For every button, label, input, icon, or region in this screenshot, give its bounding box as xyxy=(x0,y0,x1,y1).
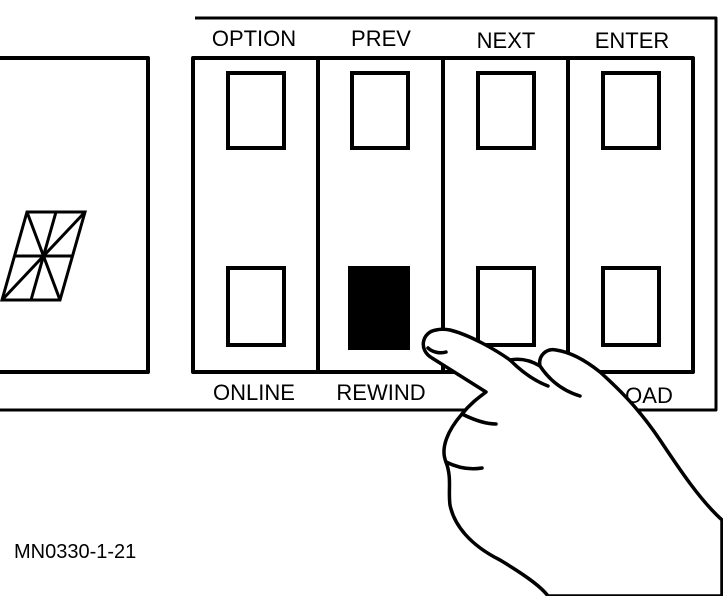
figure-id: MN0330-1-21 xyxy=(14,541,136,563)
online-button[interactable] xyxy=(226,266,286,347)
prev-button[interactable] xyxy=(350,71,410,150)
display-box xyxy=(0,56,150,374)
online-label: ONLINE xyxy=(213,380,295,405)
next-button[interactable] xyxy=(476,71,536,150)
lower-third-button[interactable] xyxy=(476,266,536,347)
panel-frame xyxy=(0,16,718,412)
rewind-label: REWIND xyxy=(336,380,425,405)
next-label: NEXT xyxy=(477,28,536,53)
enter-button[interactable] xyxy=(601,71,661,150)
option-button[interactable] xyxy=(226,71,286,150)
unload-button[interactable] xyxy=(601,266,661,347)
option-label: OPTION xyxy=(212,26,296,51)
pointing-hand-icon xyxy=(421,327,723,596)
enter-label: ENTER xyxy=(595,28,670,53)
rewind-button[interactable] xyxy=(348,266,410,350)
prev-label: PREV xyxy=(351,26,411,51)
segment-display-icon xyxy=(0,210,87,302)
